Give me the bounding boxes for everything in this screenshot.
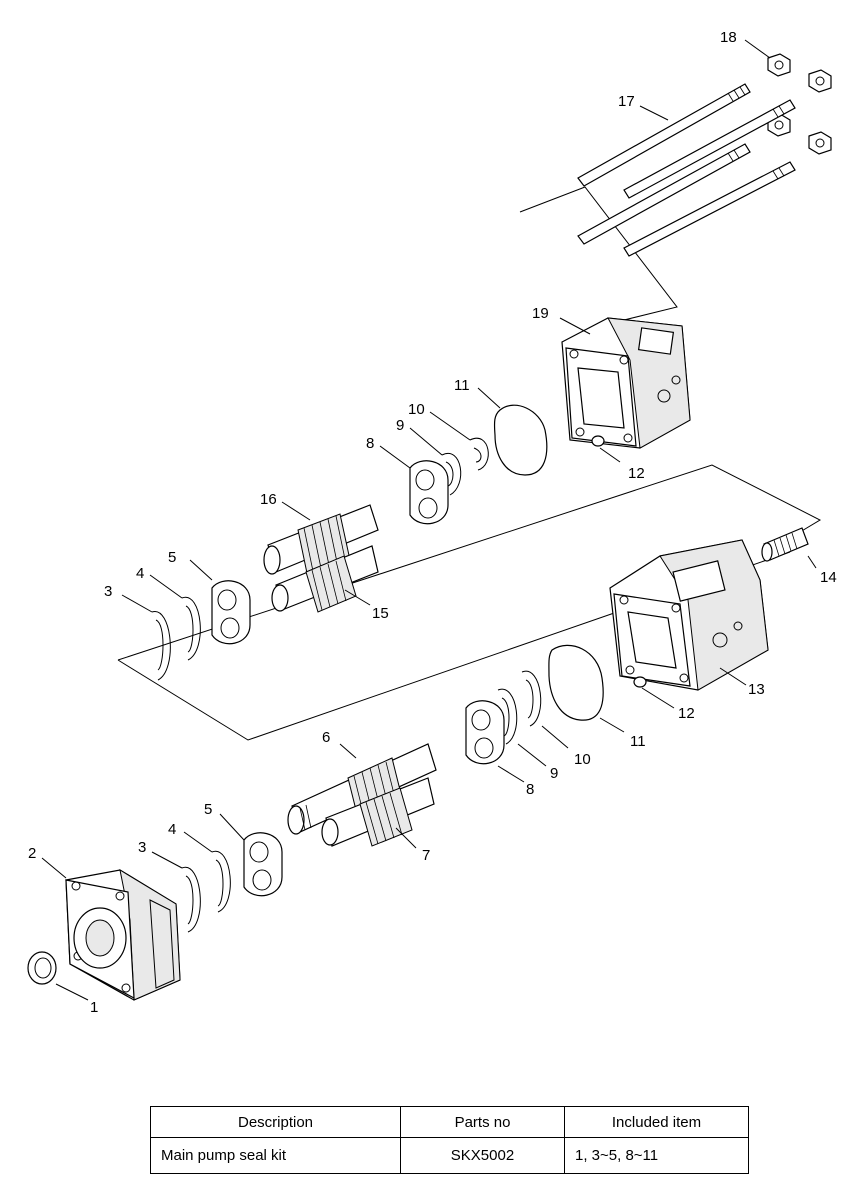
label-1: 1 [90,999,98,1016]
label-7: 7 [422,847,430,864]
label-5-lower: 5 [204,801,212,818]
seal-3-upper [151,611,171,681]
label-11-upper: 11 [454,377,470,394]
cell-parts-no: SKX5002 [400,1137,565,1174]
cell-description: Main pump seal kit [150,1137,401,1174]
label-19: 19 [532,305,549,322]
label-11-lower: 11 [630,733,646,750]
label-17: 17 [618,93,635,110]
gasket-11-lower [548,644,604,721]
seal-10-lower [521,670,542,727]
upper-group-outline [519,186,678,321]
label-10-upper: 10 [408,401,425,418]
label-13: 13 [748,681,765,698]
label-12-lower: 12 [678,705,695,722]
label-6: 6 [322,729,330,746]
label-16: 16 [260,491,277,508]
wear-plate-8-upper [409,460,449,525]
driven-gear-15 [271,545,379,613]
tie-rod-17 [577,83,796,257]
cell-included-item: 1, 3~5, 8~11 [564,1137,749,1174]
label-9-lower: 9 [550,765,558,782]
label-9-upper: 9 [396,417,404,434]
seal-3-lower [181,867,201,933]
exploded-parts-diagram: 18 17 19 11 10 9 8 12 16 5 4 3 15 14 13 … [27,29,837,1016]
seal-9-lower [497,688,518,745]
housing-19 [561,317,691,449]
wear-plate-8-lower [465,700,505,765]
coupling-14 [761,527,809,562]
gasket-11-upper [493,404,548,476]
label-3-lower: 3 [138,839,146,856]
header-parts-no: Parts no [400,1106,565,1138]
label-5-upper: 5 [168,549,176,566]
label-14: 14 [820,569,837,586]
wear-plate-5-lower [243,832,283,897]
label-4-upper: 4 [136,565,144,582]
label-10-lower: 10 [574,751,591,768]
table-header-row: Description Parts no Included item [150,1106,749,1138]
label-4-lower: 4 [168,821,176,838]
leader-lines [41,39,817,1001]
seal-10-upper [469,437,489,471]
label-2: 2 [28,845,36,862]
header-description: Description [150,1106,401,1138]
part-number-labels: 18 17 19 11 10 9 8 12 16 5 4 3 15 14 13 … [28,29,837,1016]
label-18: 18 [720,29,737,46]
wear-plate-5-upper [211,580,251,645]
lower-group-outline [117,551,791,741]
label-12-upper: 12 [628,465,645,482]
oil-seal-1 [27,951,57,985]
front-cover-2 [65,868,181,1001]
housing-13 [609,539,769,691]
seal-4-lower [211,850,231,913]
header-included-item: Included item [564,1106,749,1138]
table-row: Main pump seal kit SKX5002 1, 3~5, 8~11 [150,1137,749,1174]
seal-4-upper [181,596,201,661]
seal-kit-table: Description Parts no Included item Main … [150,1106,749,1174]
nut-18 [767,53,832,155]
seal-9-upper [441,452,462,496]
label-8-lower: 8 [526,781,534,798]
label-8-upper: 8 [366,435,374,452]
middle-group-outline [117,464,822,661]
label-15: 15 [372,605,389,622]
label-3-upper: 3 [104,583,112,600]
